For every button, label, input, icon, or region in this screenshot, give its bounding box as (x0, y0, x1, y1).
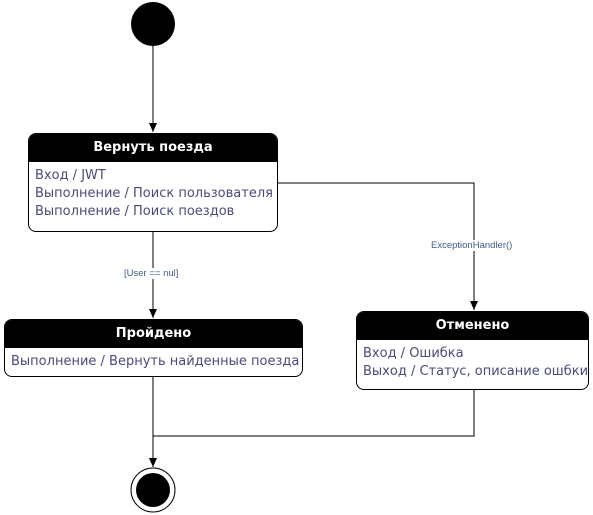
guard-label-user-null: [User == nul] (124, 268, 179, 279)
state-action: Вход / Ошибка (363, 346, 464, 361)
state-title: Вернуть поезда (29, 134, 277, 162)
state-action: Выполнение / Поиск пользователя (35, 186, 273, 201)
transition-return-to-cancelled (278, 182, 478, 310)
state-action: Выход / Статус, описание ошбки (363, 364, 589, 379)
state-title: Отменено (357, 312, 588, 340)
state-action: Выполнение / Вернуть найденные поезда (11, 354, 300, 369)
state-passed[interactable]: Пройдено Выполнение / Вернуть найденные … (4, 319, 303, 377)
state-actions: Вход / JWT Выполнение / Поиск пользовате… (29, 162, 277, 225)
state-actions: Выполнение / Вернуть найденные поезда (5, 348, 302, 375)
state-return-trains[interactable]: Вернуть поезда Вход / JWT Выполнение / П… (28, 133, 278, 232)
state-action: Вход / JWT (35, 168, 106, 183)
state-title: Пройдено (5, 320, 302, 348)
state-cancelled[interactable]: Отменено Вход / Ошибка Выход / Статус, о… (356, 311, 589, 390)
final-node-dot (136, 473, 170, 507)
state-actions: Вход / Ошибка Выход / Статус, описание о… (357, 340, 588, 385)
transition-cancelled-to-final (153, 390, 475, 437)
initial-node (131, 2, 175, 46)
guard-label-exception-handler: ExceptionHandler() (431, 240, 513, 251)
state-action: Выполнение / Поиск поездов (35, 204, 235, 219)
